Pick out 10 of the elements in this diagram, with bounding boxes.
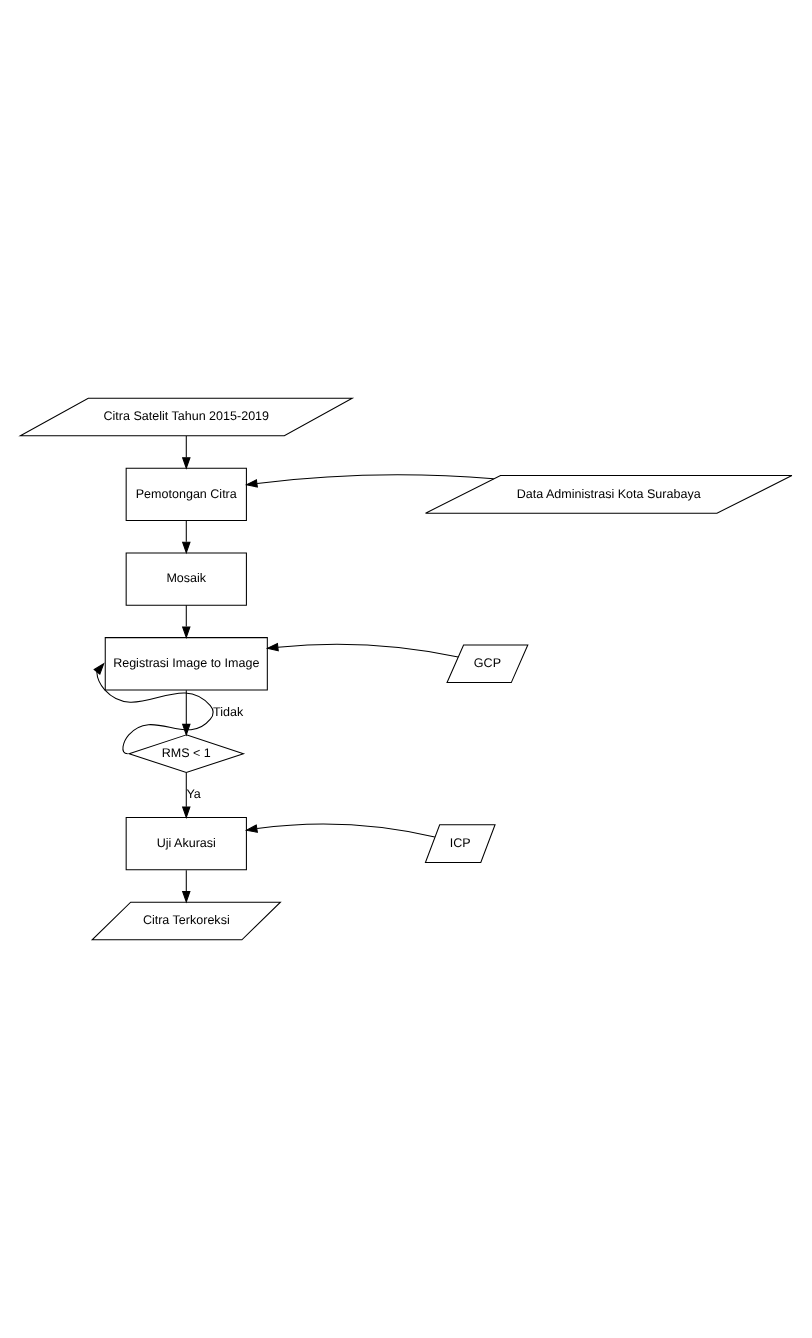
arrow	[181, 520, 191, 555]
arrow	[265, 642, 459, 658]
arrow	[181, 604, 191, 639]
arrow	[244, 474, 495, 488]
arrow	[181, 435, 191, 470]
arrow	[181, 869, 191, 904]
arrow	[181, 689, 191, 737]
arrow	[181, 772, 191, 819]
arrow	[93, 662, 214, 755]
arrow	[244, 823, 436, 838]
